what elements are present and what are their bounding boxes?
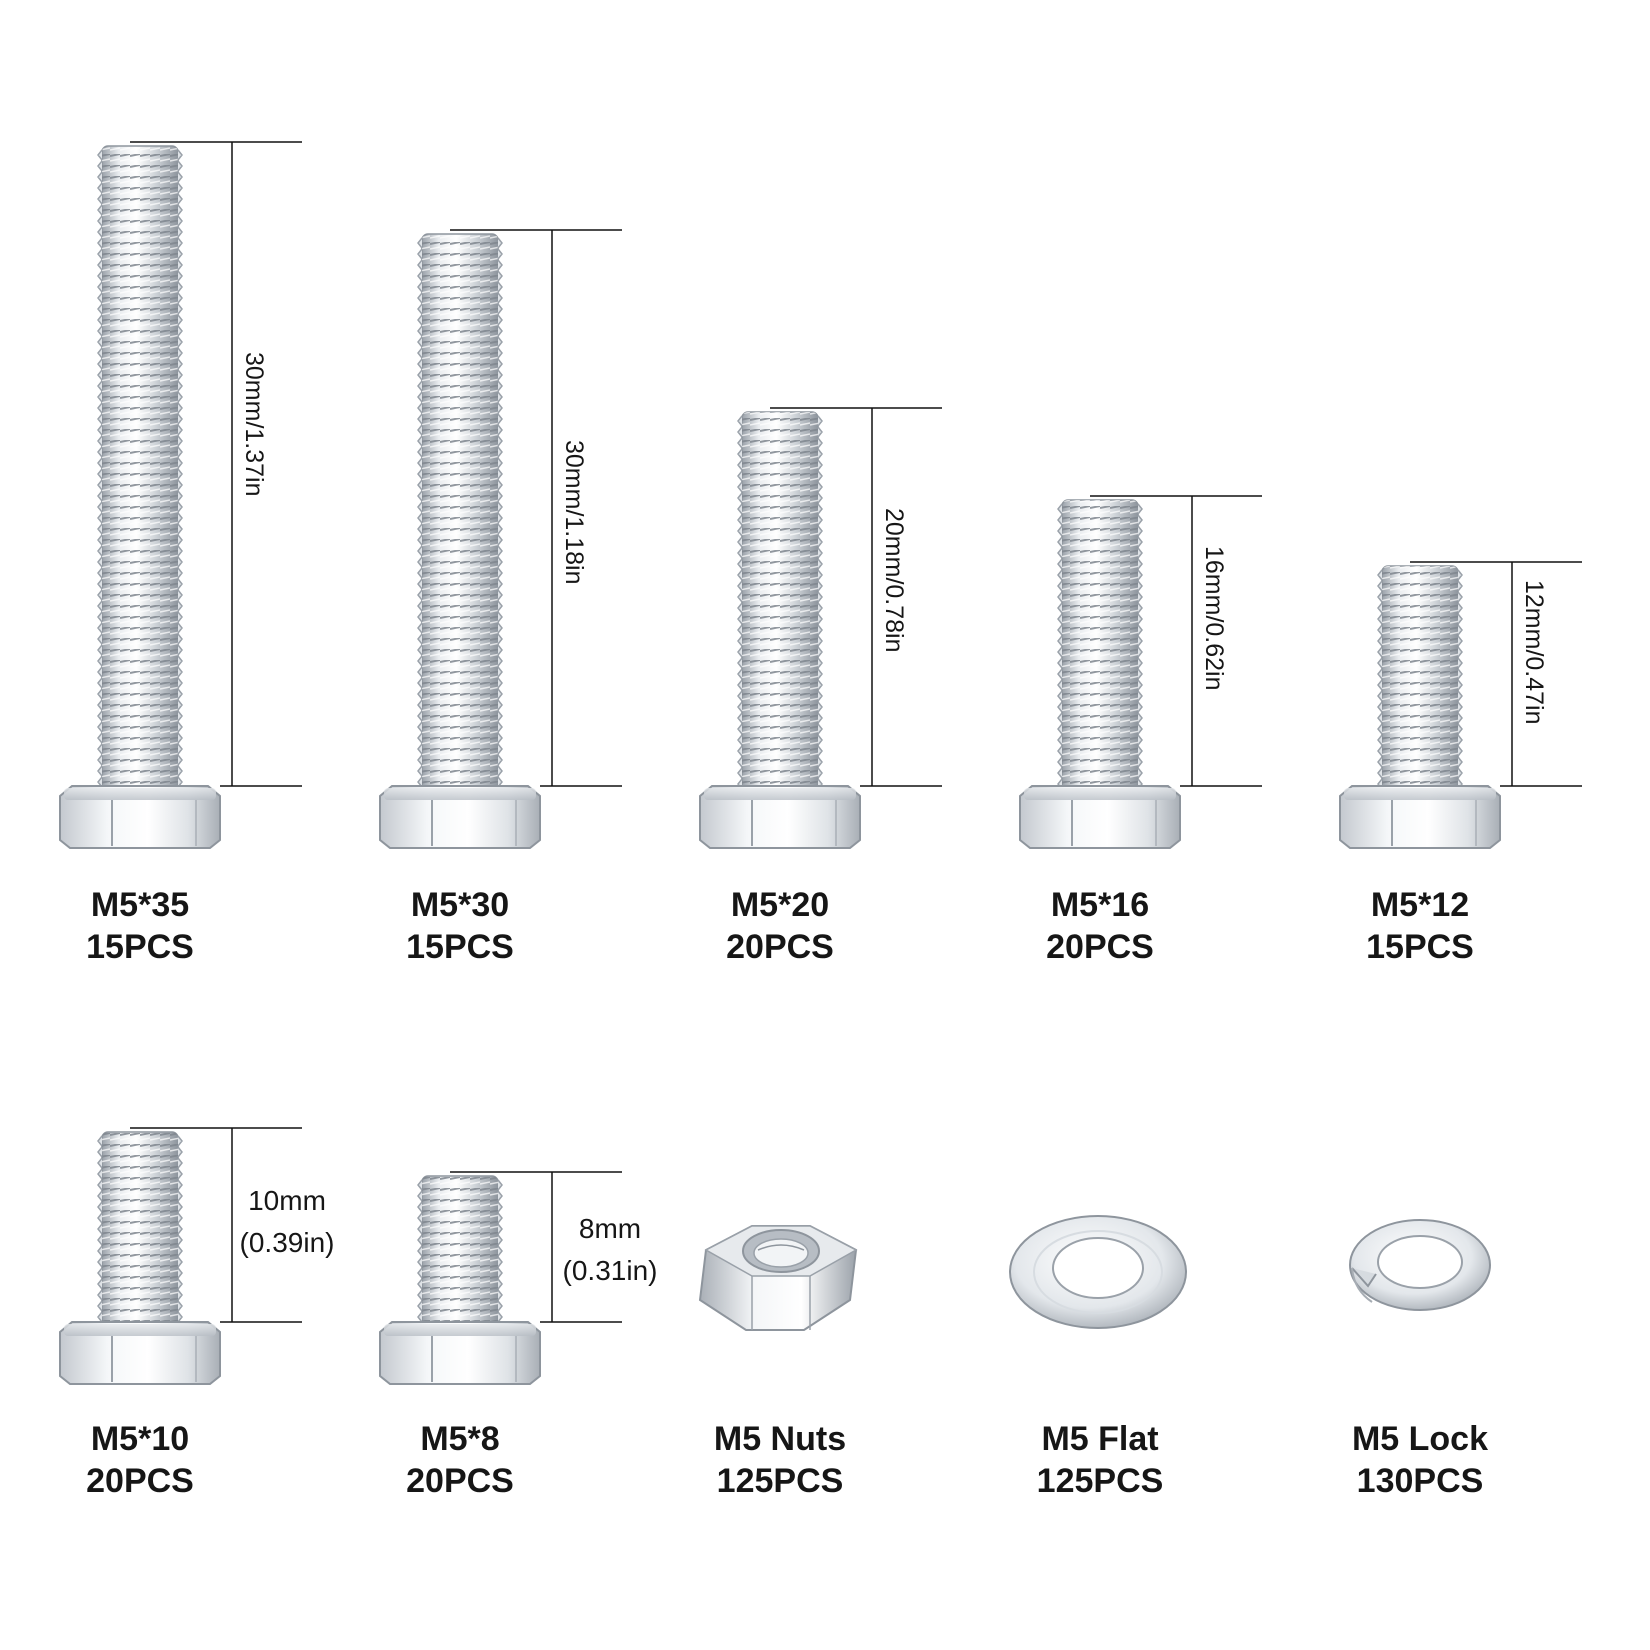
dimension-bracket: [1090, 495, 1262, 787]
item-name: M5*20: [730, 886, 830, 924]
hex-nut-icon: [698, 1225, 858, 1331]
item-label-m5x8: M5*8 20PCS: [340, 1418, 580, 1502]
dimension-label-m5x8: 8mm (0.31in): [545, 1208, 675, 1292]
hex-bolt-icon: [379, 1175, 541, 1385]
dimension-label-m5x35: 30mm/1.37in: [240, 352, 268, 497]
item-label-m5x12: M5*12 15PCS: [1300, 884, 1540, 968]
item-qty: 20PCS: [726, 928, 834, 966]
item-label-flat: M5 Flat 125PCS: [980, 1418, 1220, 1502]
hex-bolt-icon: [59, 145, 221, 849]
item-label-m5x16: M5*16 20PCS: [980, 884, 1220, 968]
item-label-m5x10: M5*10 20PCS: [20, 1418, 260, 1502]
item-name: M5 Flat: [1041, 1420, 1159, 1458]
item-qty: 20PCS: [86, 1462, 194, 1500]
dimension-label-m5x12: 12mm/0.47in: [1520, 580, 1548, 725]
dimension-label-m5x16: 16mm/0.62in: [1200, 546, 1228, 691]
lock-washer-icon: [1349, 1219, 1491, 1311]
item-qty: 20PCS: [406, 1462, 514, 1500]
dimension-mm: 10mm: [248, 1185, 326, 1216]
item-qty: 15PCS: [86, 928, 194, 966]
dimension-bracket: [130, 141, 302, 787]
item-name: M5 Nuts: [713, 1420, 847, 1458]
item-name: M5*8: [420, 1420, 500, 1458]
dimension-label-m5x10: 10mm (0.39in): [222, 1180, 352, 1264]
item-label-m5x35: M5*35 15PCS: [20, 884, 260, 968]
flat-washer-icon: [1009, 1215, 1187, 1329]
item-qty: 20PCS: [1046, 928, 1154, 966]
item-label-m5x20: M5*20 20PCS: [660, 884, 900, 968]
item-label-lock: M5 Lock 130PCS: [1300, 1418, 1540, 1502]
dimension-mm: 8mm: [578, 1213, 642, 1244]
item-label-m5x30: M5*30 15PCS: [340, 884, 580, 968]
dimension-bracket: [770, 407, 942, 787]
dimension-lines: [130, 141, 1582, 1323]
hex-bolt-icon: [1019, 499, 1181, 849]
nuts-washers-layer: [698, 1215, 1491, 1331]
item-qty: 125PCS: [716, 1462, 844, 1500]
dimension-label-m5x30: 30mm/1.18in: [560, 440, 588, 585]
dimension-bracket: [450, 229, 622, 787]
item-name: M5*12: [1370, 886, 1470, 924]
hex-bolt-icon: [59, 1131, 221, 1385]
dimension-label-m5x20: 20mm/0.78in: [880, 508, 908, 653]
dimension-bracket: [450, 1171, 622, 1323]
item-label-nuts: M5 Nuts 125PCS: [660, 1418, 900, 1502]
dimension-bracket: [1410, 561, 1582, 787]
item-name: M5 Lock: [1351, 1420, 1489, 1458]
hex-bolt-icon: [699, 411, 861, 849]
item-qty: 130PCS: [1356, 1462, 1484, 1500]
hex-bolt-icon: [1339, 565, 1501, 849]
item-name: M5*10: [90, 1420, 190, 1458]
item-name: M5*30: [410, 886, 510, 924]
hex-bolt-icon: [379, 233, 541, 849]
item-qty: 125PCS: [1036, 1462, 1164, 1500]
dimension-bracket: [130, 1127, 302, 1323]
bolts-layer: [59, 145, 1501, 1385]
item-name: M5*35: [90, 886, 190, 924]
item-qty: 15PCS: [1366, 928, 1474, 966]
item-name: M5*16: [1050, 886, 1150, 924]
dimension-in: (0.31in): [562, 1255, 658, 1286]
item-qty: 15PCS: [406, 928, 514, 966]
dimension-in: (0.39in): [239, 1227, 335, 1258]
